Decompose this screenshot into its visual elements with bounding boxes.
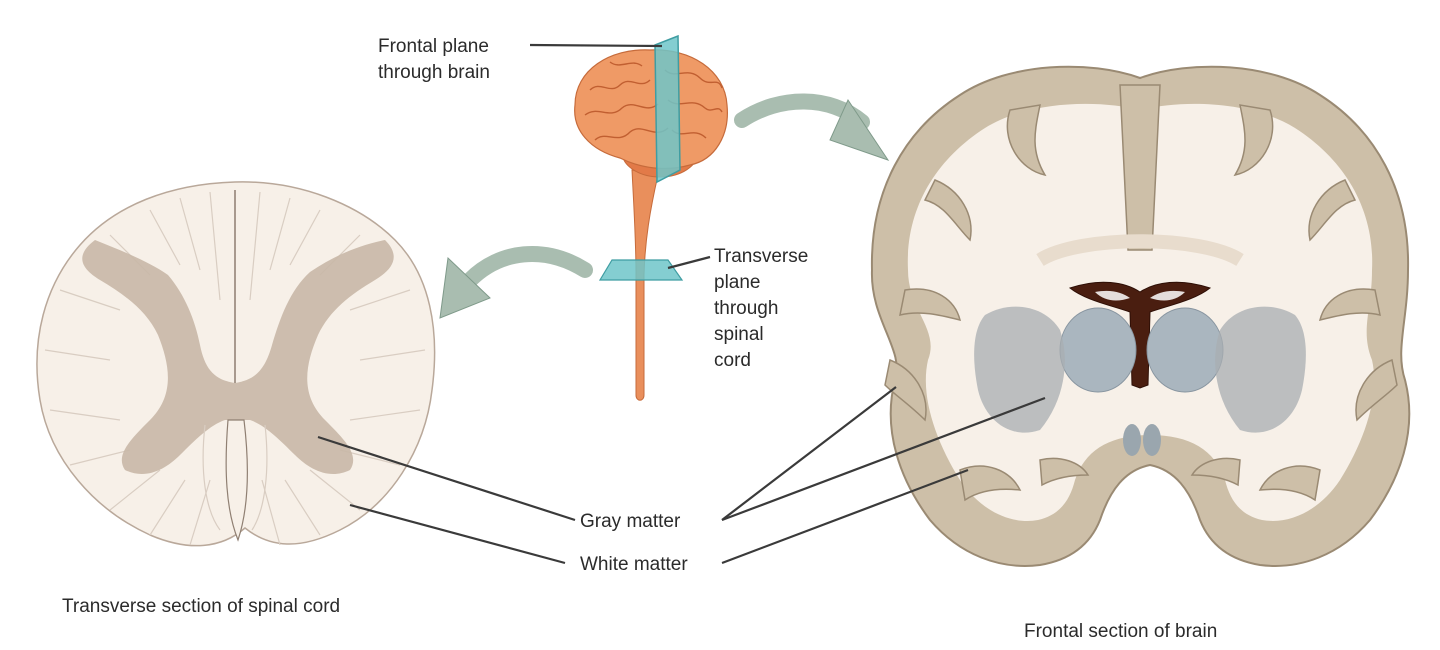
leader-transverse-plane	[667, 255, 711, 270]
leader-frontal-plane	[529, 43, 663, 48]
spinal-cord-ventral-fissure	[225, 419, 248, 542]
brain-illustration	[574, 34, 728, 401]
leader-gray-brain-nuclei	[721, 396, 1046, 522]
white-matter-label: White matter	[580, 554, 688, 575]
brain-caption: Frontal section of brain	[1024, 621, 1217, 642]
brain-sulci	[884, 84, 1398, 502]
frontal-plane-label: Frontal plane through brain	[378, 36, 494, 83]
gray-matter-label: Gray matter	[580, 511, 681, 532]
spinal-cord-section	[36, 181, 436, 547]
corpus-callosum	[1036, 234, 1244, 267]
transverse-plane	[598, 259, 684, 281]
lateral-ventricles	[1068, 281, 1212, 389]
right-deep-nucleus	[1146, 307, 1224, 393]
left-deep-nucleus	[1059, 307, 1137, 393]
leader-white-brain	[721, 468, 969, 565]
mammillary-body-right	[1143, 424, 1161, 456]
leader-white-cord	[349, 503, 566, 565]
leader-gray-brain-cortex	[721, 386, 897, 521]
leader-gray-cord	[317, 435, 576, 522]
arrow-to-brain-section	[734, 93, 890, 161]
spinal-cord-gray-matter	[82, 240, 394, 475]
left-basal-ganglia	[974, 306, 1065, 433]
spinal-cord-illustration	[631, 169, 659, 401]
mammillary-body-left	[1123, 424, 1141, 456]
right-basal-ganglia	[1215, 306, 1306, 433]
frontal-plane	[654, 34, 681, 184]
leader-lines	[317, 43, 1046, 565]
brain-frontal-section	[870, 65, 1411, 567]
spinal-cord-caption: Transverse section of spinal cord	[62, 596, 340, 617]
transverse-plane-label: Transverse plane through spinal cord	[714, 246, 814, 371]
arrow-to-spinal-section	[439, 246, 593, 319]
cerebrum	[574, 49, 728, 170]
